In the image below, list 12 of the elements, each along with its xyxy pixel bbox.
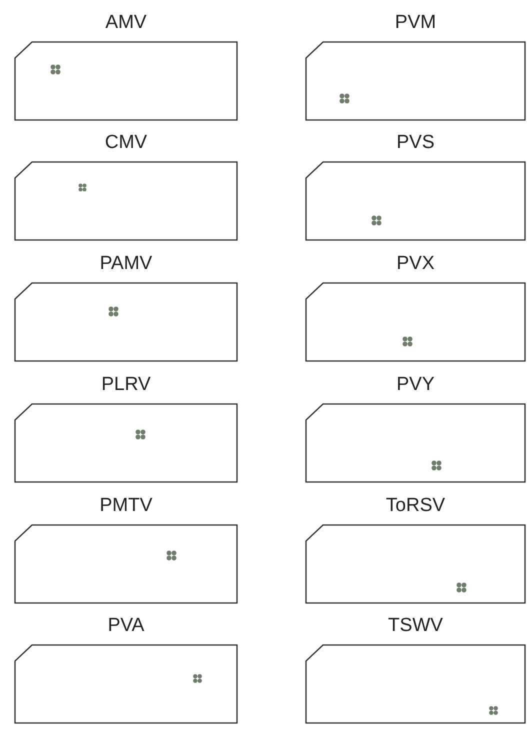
card-title: PLRV: [100, 374, 152, 396]
card-title: PVA: [106, 615, 146, 637]
card-title: PAMV: [98, 253, 154, 275]
card-title: AMV: [104, 12, 148, 34]
card-title: PVX: [395, 253, 436, 275]
card-title: TSWV: [387, 615, 444, 637]
card-title: PMTV: [98, 495, 154, 517]
card-title: CMV: [104, 132, 148, 154]
card-title: PVY: [395, 374, 436, 396]
card-title: PVM: [394, 12, 438, 34]
card-title: ToRSV: [384, 495, 446, 517]
card-title: PVS: [395, 132, 436, 154]
